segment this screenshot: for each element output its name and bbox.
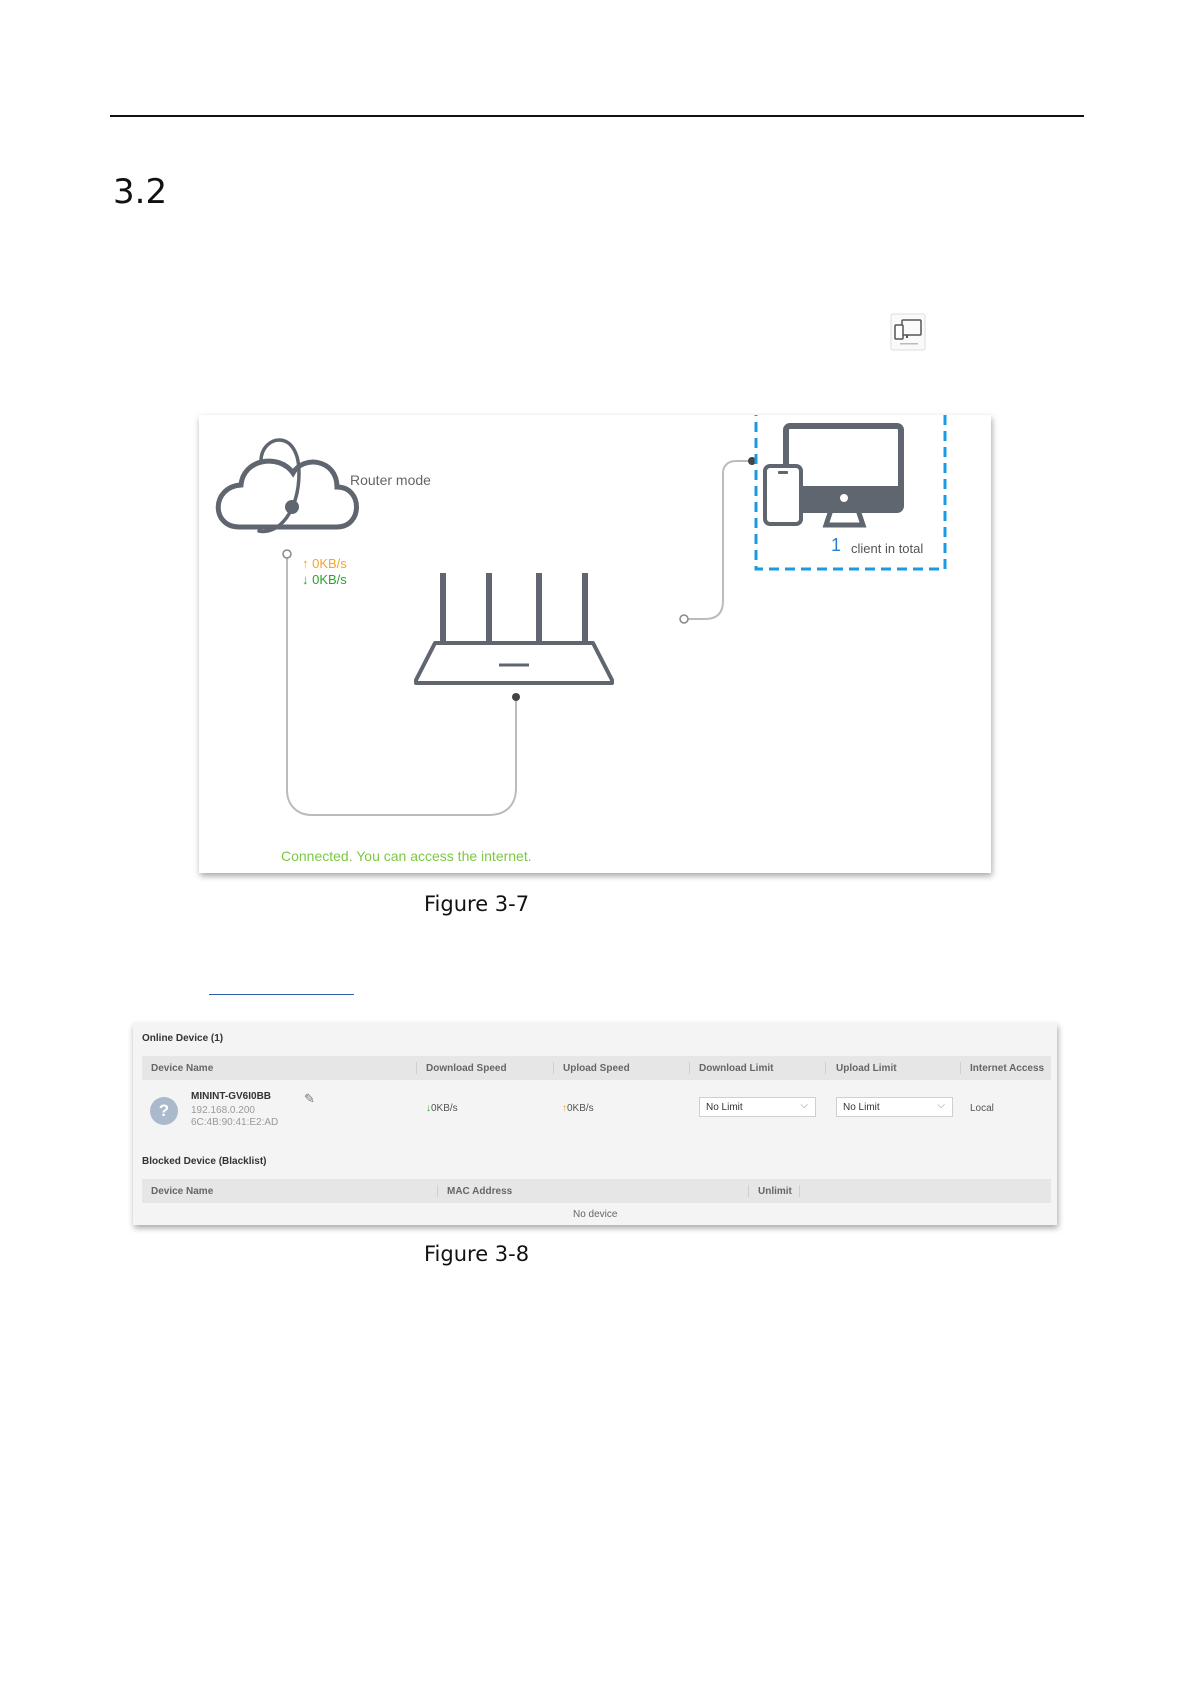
col-mac-address: MAC Address [447, 1186, 513, 1197]
client-highlight-box [754, 415, 947, 571]
row-download-speed: ↓0KB/s [426, 1103, 458, 1114]
lan-port-dot [679, 614, 689, 624]
col-unlimit: Unlimit [758, 1186, 792, 1197]
monitor-icon [783, 423, 904, 528]
wan-port-dot [282, 549, 292, 559]
col-download-limit: Download Limit [699, 1063, 774, 1074]
chevron-down-icon: ⌵ [937, 1100, 945, 1111]
online-device-title: Online Device (1) [142, 1033, 224, 1044]
internet-access-value: Local [970, 1103, 994, 1114]
blocked-table-header: Device Name MAC Address Unlimit [142, 1179, 1051, 1203]
col-internet-access: Internet Access [970, 1063, 1045, 1074]
client-port-dot [748, 457, 756, 465]
client-count-label[interactable]: client in total [851, 541, 924, 556]
figure-caption: Figure 3-8 [424, 1242, 530, 1266]
device-name: MININT-GV6I0BB [191, 1091, 272, 1102]
router-mode-label: Router mode [350, 472, 431, 488]
wan-cable [286, 554, 517, 816]
phone-icon [763, 464, 803, 526]
blocked-device-title: Blocked Device (Blacklist) [142, 1156, 267, 1167]
online-table-header: Device Name Download Speed Upload Speed … [142, 1056, 1051, 1080]
col-upload-speed: Upload Speed [563, 1063, 630, 1074]
internet-cloud-icon [215, 438, 359, 534]
client-devices-icon [890, 313, 926, 351]
device-ip: 192.168.0.200 [191, 1105, 255, 1116]
router-icon [414, 573, 614, 685]
chevron-down-icon: ⌵ [800, 1100, 808, 1111]
client-count[interactable]: 1 [831, 535, 842, 555]
row-upload-speed: ↑0KB/s [562, 1103, 594, 1114]
download-limit-select[interactable]: No Limit⌵ [699, 1097, 816, 1117]
connection-status: Connected. You can access the internet. [281, 848, 532, 864]
empty-list-message: No device [573, 1209, 618, 1220]
device-list-figure: Online Device (1) Device Name Download S… [133, 1023, 1057, 1225]
link-underline [209, 994, 354, 995]
page-top-rule [110, 115, 1084, 117]
lan-cable [684, 460, 751, 620]
upload-limit-select[interactable]: No Limit⌵ [836, 1097, 953, 1117]
figure-caption: Figure 3-7 [424, 892, 530, 916]
col-download-speed: Download Speed [426, 1063, 507, 1074]
device-mac: 6C:4B:90:41:E2:AD [191, 1117, 279, 1128]
col-device-name: Device Name [151, 1186, 214, 1197]
section-number: 3.2 [113, 172, 168, 212]
upload-speed: ↑ 0KB/s [302, 556, 347, 571]
unknown-device-icon: ? [150, 1097, 178, 1125]
edit-pencil-icon[interactable]: ✎ [304, 1091, 315, 1106]
col-upload-limit: Upload Limit [836, 1063, 897, 1074]
router-port-dot [512, 693, 520, 701]
download-speed: ↓ 0KB/s [302, 572, 347, 587]
network-topology-figure: Router mode ↑ 0KB/s ↓ 0KB/s 1 client in … [199, 415, 991, 873]
col-device-name: Device Name [151, 1063, 214, 1074]
